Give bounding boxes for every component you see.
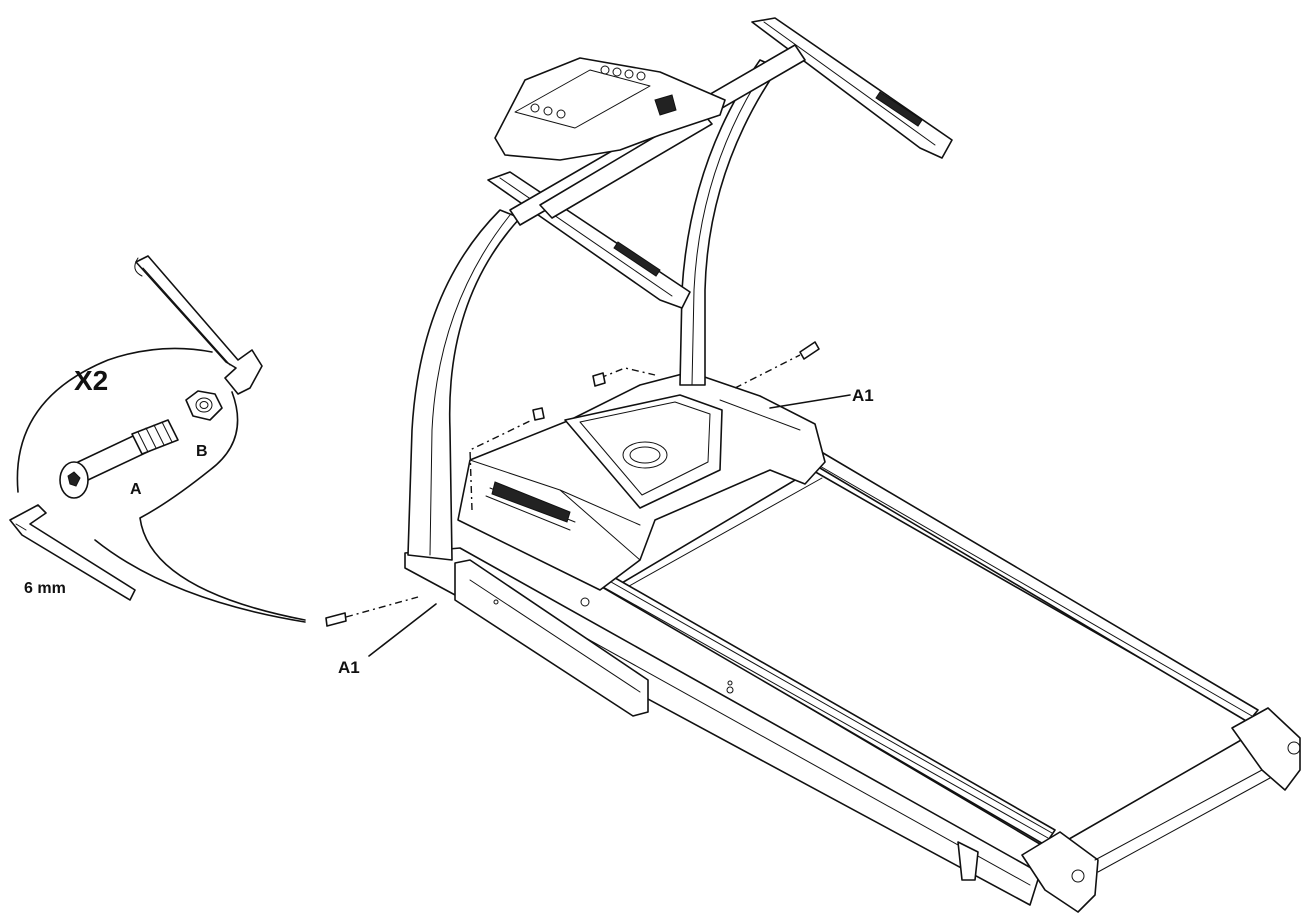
parts-bubble bbox=[16, 347, 306, 623]
bolt-top-right bbox=[799, 341, 820, 360]
hex-key-size-label: 6 mm bbox=[24, 580, 66, 597]
nut-mid-left bbox=[532, 407, 545, 421]
bolt-front-left bbox=[325, 612, 347, 627]
console-frame bbox=[407, 17, 953, 561]
part-a-label: B bbox=[196, 443, 208, 460]
part-b-label: A bbox=[130, 481, 142, 498]
bolt-paths bbox=[325, 341, 820, 627]
treadmill-deck bbox=[404, 449, 1301, 913]
vent-grille bbox=[491, 481, 571, 523]
motor-hood bbox=[457, 371, 826, 607]
callout-a1-bottom: A1 bbox=[338, 658, 360, 677]
nut-upper-left bbox=[592, 372, 606, 387]
hex-key-icon bbox=[9, 504, 136, 601]
callout-leaders bbox=[368, 394, 851, 657]
quantity-label: X2 bbox=[74, 365, 108, 396]
wrench-icon bbox=[134, 255, 263, 395]
callout-a1-top: A1 bbox=[852, 386, 874, 405]
hex-nut-icon bbox=[185, 390, 223, 421]
bolt-icon bbox=[59, 419, 179, 499]
